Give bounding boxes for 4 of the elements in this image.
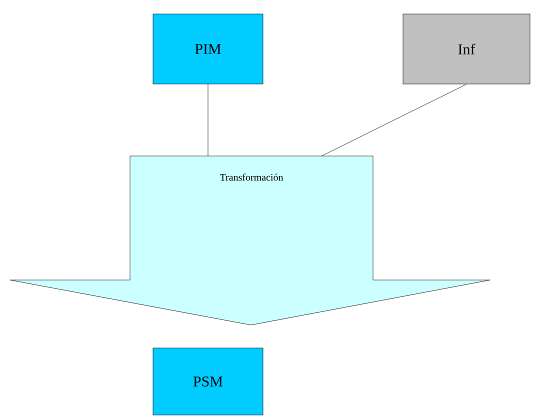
process-box: PSM bbox=[152, 348, 264, 416]
process-box: PIM bbox=[152, 14, 264, 84]
connector-line bbox=[321, 84, 467, 156]
process-box: Inf bbox=[402, 14, 530, 84]
